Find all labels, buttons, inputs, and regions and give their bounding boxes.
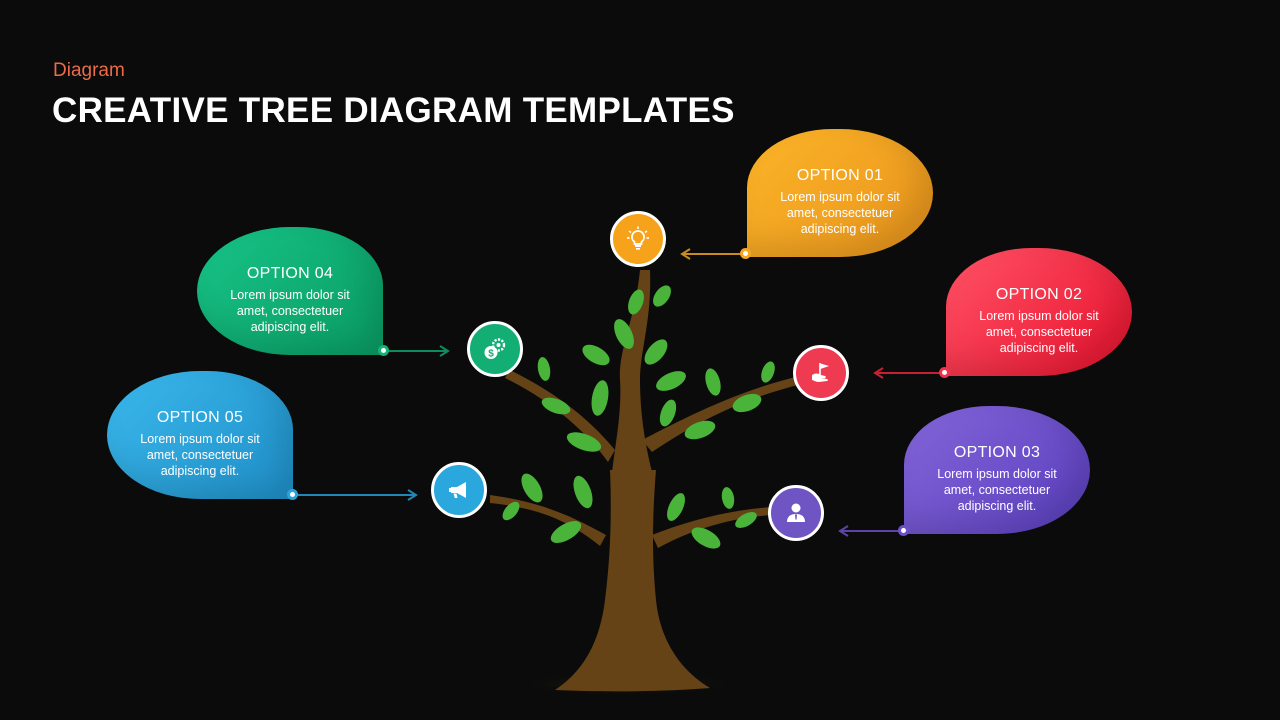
option-02-node[interactable] xyxy=(793,345,849,401)
option-02-anchor-dot xyxy=(939,367,950,378)
option-04-bubble: OPTION 04 Lorem ipsum dolor sit amet, co… xyxy=(197,227,383,355)
option-05-bubble: OPTION 05 Lorem ipsum dolor sit amet, co… xyxy=(107,371,293,499)
option-02-bubble: OPTION 02 Lorem ipsum dolor sit amet, co… xyxy=(946,248,1132,376)
money-gear-icon: $ xyxy=(481,335,509,363)
lightbulb-icon xyxy=(624,225,652,253)
megaphone-icon xyxy=(445,476,473,504)
option-04-anchor-dot xyxy=(378,345,389,356)
tree-trunk xyxy=(490,270,802,691)
option-01-title: OPTION 01 xyxy=(747,167,933,185)
option-05-anchor-dot xyxy=(287,489,298,500)
option-03-title: OPTION 03 xyxy=(904,444,1090,462)
option-04-title: OPTION 04 xyxy=(197,265,383,283)
option-01-node[interactable] xyxy=(610,211,666,267)
option-04-text: Lorem ipsum dolor sit amet, consectetuer… xyxy=(215,287,365,335)
option-05-text: Lorem ipsum dolor sit amet, consectetuer… xyxy=(125,431,275,479)
option-01-text: Lorem ipsum dolor sit amet, consectetuer… xyxy=(765,189,915,237)
option-01-bubble: OPTION 01 Lorem ipsum dolor sit amet, co… xyxy=(747,129,933,257)
option-04-node[interactable]: $ xyxy=(467,321,523,377)
option-03-node[interactable] xyxy=(768,485,824,541)
option-03-bubble: OPTION 03 Lorem ipsum dolor sit amet, co… xyxy=(904,406,1090,534)
flag-hand-icon xyxy=(807,359,835,387)
option-05-node[interactable] xyxy=(431,462,487,518)
option-02-title: OPTION 02 xyxy=(946,286,1132,304)
option-01-anchor-dot xyxy=(740,248,751,259)
svg-text:$: $ xyxy=(488,349,494,360)
option-05-title: OPTION 05 xyxy=(107,409,293,427)
option-02-text: Lorem ipsum dolor sit amet, consectetuer… xyxy=(964,308,1114,356)
person-icon xyxy=(782,499,810,527)
option-03-anchor-dot xyxy=(898,525,909,536)
option-03-text: Lorem ipsum dolor sit amet, consectetuer… xyxy=(922,466,1072,514)
